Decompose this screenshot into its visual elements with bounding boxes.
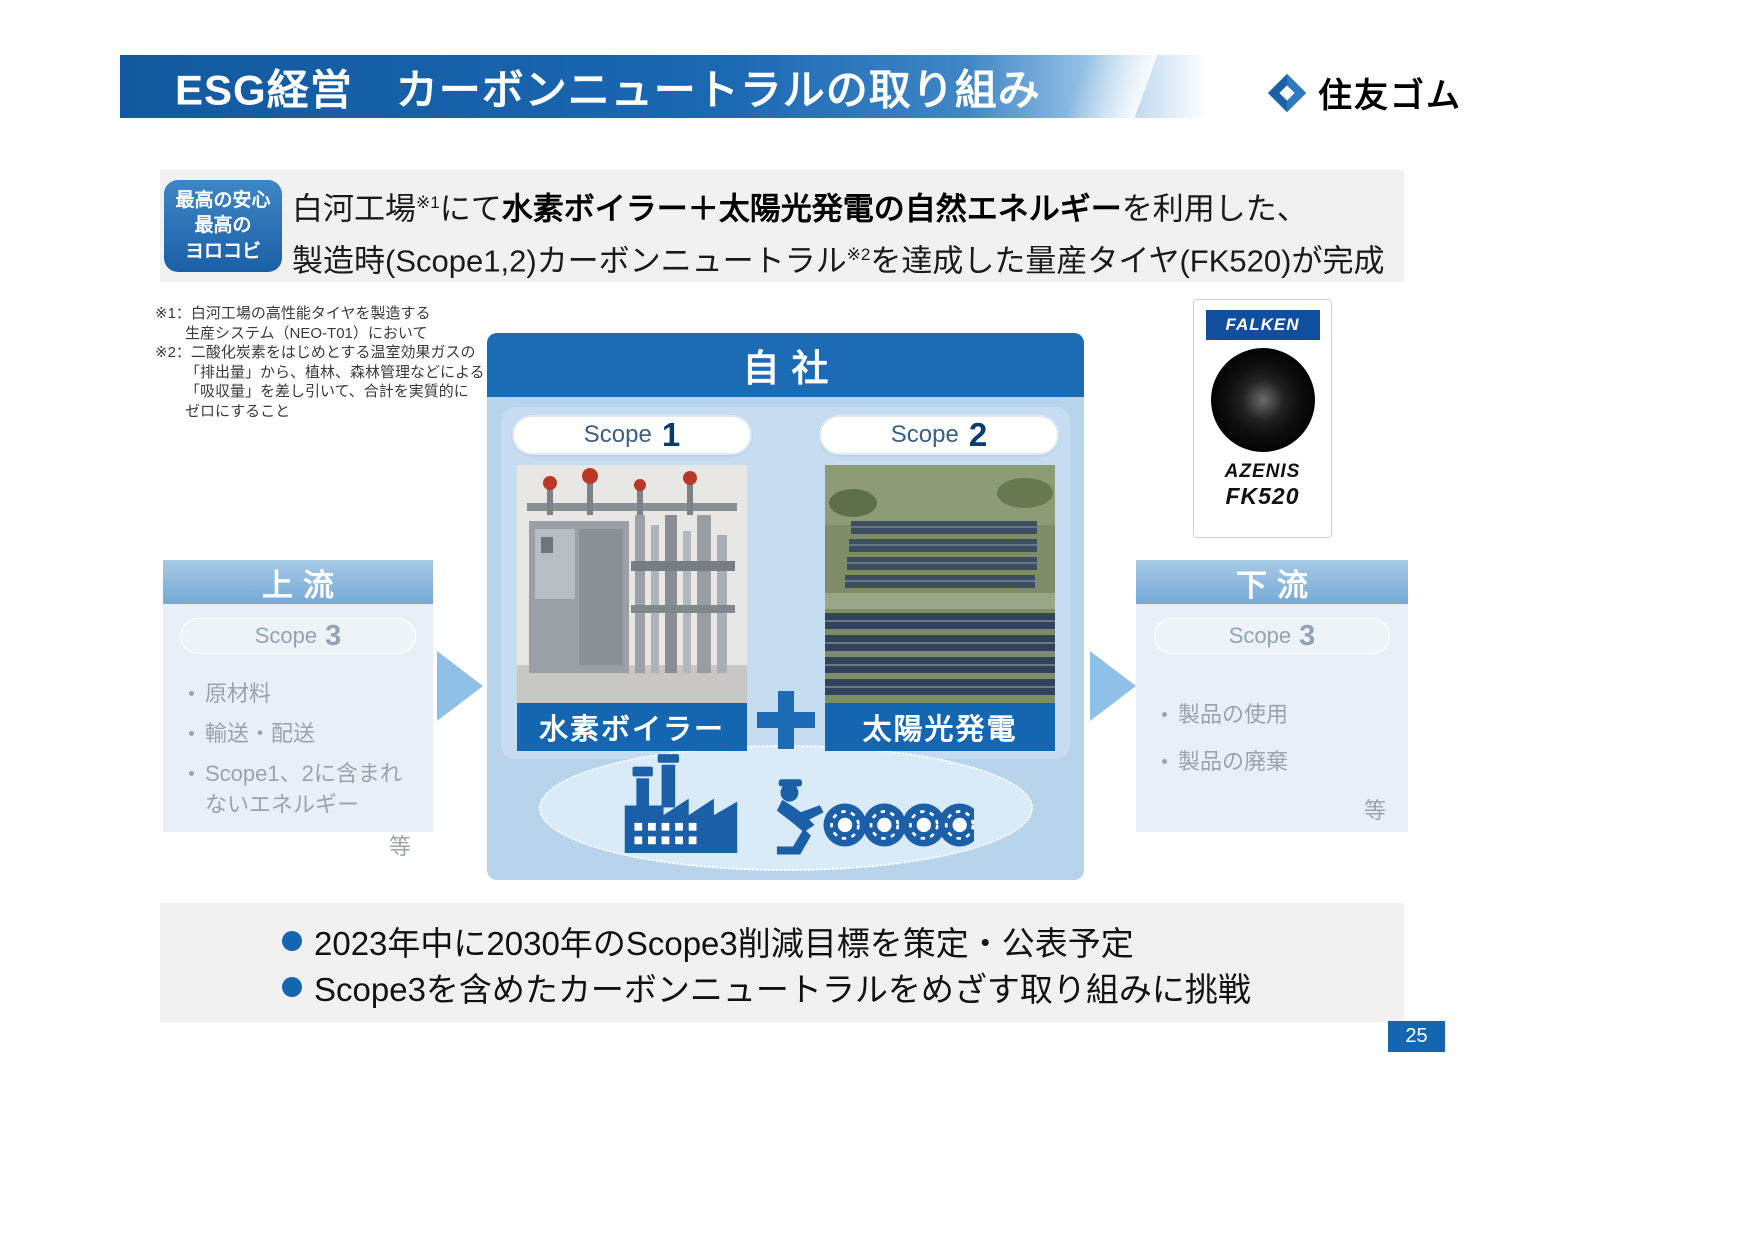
footnote-line: 「排出量」から、植林、森林管理などによる <box>185 363 485 381</box>
product-card: FALKEN AZENIS FK520 <box>1193 299 1332 538</box>
scope1-number: 1 <box>661 416 681 453</box>
tire-model-name: AZENIS <box>1224 461 1301 482</box>
tire-model-code: FK520 <box>1225 483 1300 509</box>
scope2-label: Scope <box>890 421 959 448</box>
upstream-box: 上流 Scope 3 原材料 輸送・配送 Scope1、2に含まれないエネルギー… <box>163 560 433 859</box>
upstream-etc: 等 <box>388 834 411 859</box>
bullet-dot-icon <box>282 977 302 997</box>
upstream-items: 原材料 輸送・配送 Scope1、2に含まれないエネルギー <box>183 678 419 820</box>
boiler-label: 水素ボイラー <box>517 703 747 751</box>
lead-segment: を利用した、 <box>1121 191 1308 227</box>
solar-label: 太陽光発電 <box>825 703 1055 751</box>
footnotes: ※1：白河工場の高性能タイヤを製造する 生産システム（NEO-T01）において … <box>155 304 485 421</box>
summary-box: 2023年中に2030年のScope3削減目標を策定・公表予定 Scope3を含… <box>160 903 1404 1022</box>
summary-line: 2023年中に2030年のScope3削減目標を策定・公表予定 <box>282 918 1404 964</box>
company-scope-panel: 自社 Scope 1 Scope 2 <box>487 333 1084 880</box>
company-panel-title: 自社 <box>487 333 1084 397</box>
header-bar: ESG経営 カーボンニュートラルの取り組み <box>120 55 1206 118</box>
falken-brand-logo: FALKEN <box>1205 310 1320 340</box>
summary-text: Scope3を含めたカーボンニュートラルをめざす取り組みに挑戦 <box>314 971 1251 1008</box>
lead-segment: を達成した量産タイヤ(FK520)が完成 <box>870 243 1385 279</box>
plus-icon <box>753 687 819 753</box>
scope3-number: 3 <box>1299 619 1316 652</box>
lead-text: 白河工場※1にて水素ボイラー＋太陽光発電の自然エネルギーを利用した、 製造時(S… <box>292 180 1384 285</box>
list-item: 製品の使用 <box>1156 699 1394 730</box>
page-number: 25 <box>1388 1021 1445 1052</box>
slogan-line: ヨロコビ <box>184 240 261 262</box>
page-title: ESG経営 カーボンニュートラルの取り組み <box>175 66 1041 113</box>
scope1-pill: Scope 1 <box>512 415 752 455</box>
footnote-line: 「吸収量」を差し引いて、合計を実質的に <box>185 383 469 400</box>
footnote-line: ゼロにすること <box>185 402 291 420</box>
flow-arrow-right-icon <box>1090 651 1136 721</box>
upstream-title: 上流 <box>163 560 433 604</box>
upstream-scope3-pill: Scope 3 <box>180 618 416 654</box>
flow-arrow-left-icon <box>437 651 483 721</box>
list-item: 輸送・配送 <box>183 718 419 749</box>
hydrogen-boiler-photo <box>517 465 747 703</box>
lead-segment: にて <box>439 191 502 227</box>
downstream-box: 下流 Scope 3 製品の使用 製品の廃棄 等 <box>1136 560 1408 832</box>
list-item: 製品の廃棄 <box>1156 746 1394 777</box>
footnote-line: ※2：二酸化炭素をはじめとする温室効果ガスの <box>155 344 476 361</box>
downstream-etc: 等 <box>1363 798 1386 823</box>
footnote-line: ※1：白河工場の高性能タイヤを製造する <box>155 305 431 322</box>
lead-segment-bold: 水素ボイラー＋太陽光発電の自然エネルギー <box>501 191 1122 227</box>
factory-icon <box>617 753 743 855</box>
scope2-number: 2 <box>968 416 988 453</box>
bullet-dot-icon <box>282 931 302 951</box>
solar-power-photo <box>825 465 1055 703</box>
company-logo-text: 住友ゴム <box>1318 77 1462 115</box>
footnote-line: 生産システム（NEO-T01）において <box>185 324 428 342</box>
footnote-ref-1: ※1 <box>416 193 440 212</box>
lead-line-2: 製造時(Scope1,2)カーボンニュートラル※2を達成した量産タイヤ(FK52… <box>292 232 1384 284</box>
summary-text: 2023年中に2030年のScope3削減目標を策定・公表予定 <box>314 925 1134 962</box>
lead-segment: 製造時(Scope1,2)カーボンニュートラル <box>292 243 847 279</box>
slogan-badge: 最高の安心 最高の ヨロコビ <box>164 180 282 272</box>
scope3-label: Scope <box>254 623 318 648</box>
scope1-label: Scope <box>583 421 652 448</box>
downstream-items: 製品の使用 製品の廃棄 <box>1156 699 1394 777</box>
list-item: 原材料 <box>183 678 419 709</box>
lead-message-box: 最高の安心 最高の ヨロコビ 白河工場※1にて水素ボイラー＋太陽光発電の自然エネ… <box>160 170 1404 282</box>
footnote-ref-2: ※2 <box>846 245 871 265</box>
tire-image <box>1210 348 1315 452</box>
summary-line: Scope3を含めたカーボンニュートラルをめざす取り組みに挑戦 <box>282 964 1404 1010</box>
scope3-label: Scope <box>1228 623 1292 648</box>
worker-rolling-tires-icon <box>759 771 982 861</box>
slogan-line: 最高の <box>194 215 252 237</box>
sumitomo-diamond-icon <box>1266 72 1308 114</box>
scope3-number: 3 <box>325 619 342 652</box>
downstream-scope3-pill: Scope 3 <box>1154 618 1390 654</box>
lead-segment: 白河工場 <box>292 191 416 227</box>
lead-line-1: 白河工場※1にて水素ボイラー＋太陽光発電の自然エネルギーを利用した、 <box>292 180 1384 232</box>
list-item: Scope1、2に含まれないエネルギー <box>183 758 419 820</box>
scope2-pill: Scope 2 <box>819 415 1059 455</box>
company-logo: 住友ゴム <box>1266 68 1462 117</box>
downstream-title: 下流 <box>1136 560 1408 604</box>
slogan-line: 最高の安心 <box>175 189 271 211</box>
